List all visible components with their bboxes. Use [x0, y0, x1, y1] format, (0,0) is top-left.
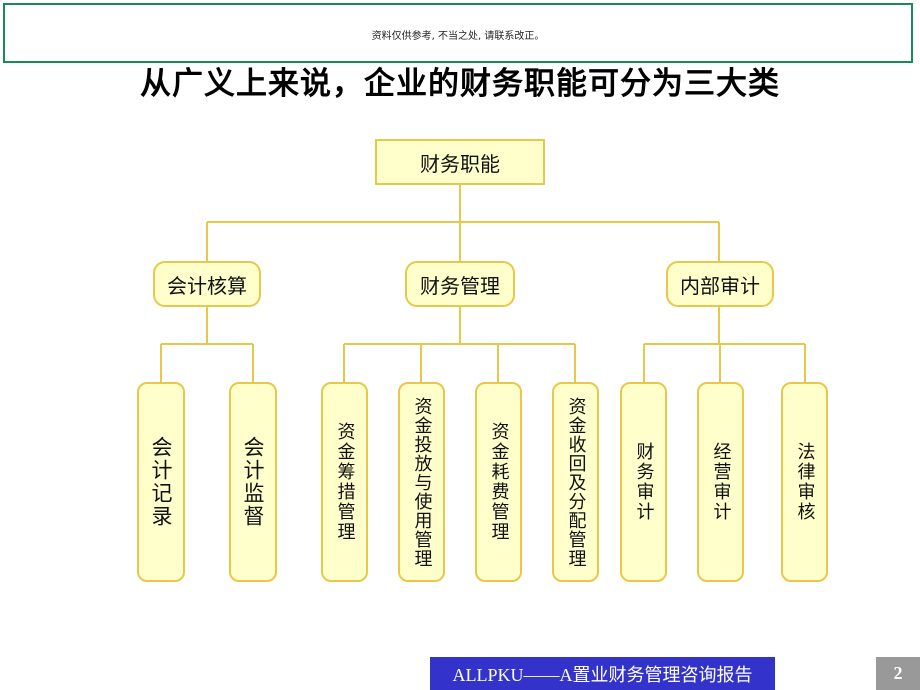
node-legal-review: 法律审核: [781, 382, 828, 582]
footer-report-title: ALLPKU——A置业财务管理咨询报告: [430, 657, 775, 690]
node-fund-recovery: 资金收回及分配管理: [552, 382, 599, 582]
node-internal-audit: 内部审计: [666, 261, 774, 307]
disclaimer-banner: 资料仅供参考, 不当之处, 请联系改正。: [3, 3, 913, 63]
page-number: 2: [876, 657, 920, 690]
node-accounting-record: 会计记录: [137, 382, 185, 582]
node-fund-consumption: 资金耗费管理: [475, 382, 522, 582]
node-accounting: 会计核算: [153, 261, 261, 307]
node-financial-audit: 财务审计: [620, 382, 667, 582]
node-financial-management: 财务管理: [405, 261, 515, 307]
slide-title: 从广义上来说，企业的财务职能可分为三大类: [140, 66, 780, 102]
node-operational-audit: 经营审计: [697, 382, 744, 582]
disclaimer-text: 资料仅供参考, 不当之处, 请联系改正。: [371, 31, 545, 42]
node-root: 财务职能: [375, 139, 545, 185]
node-fund-investment: 资金投放与使用管理: [398, 382, 445, 582]
node-fund-raising: 资金筹措管理: [321, 382, 368, 582]
node-accounting-supervision: 会计监督: [229, 382, 277, 582]
